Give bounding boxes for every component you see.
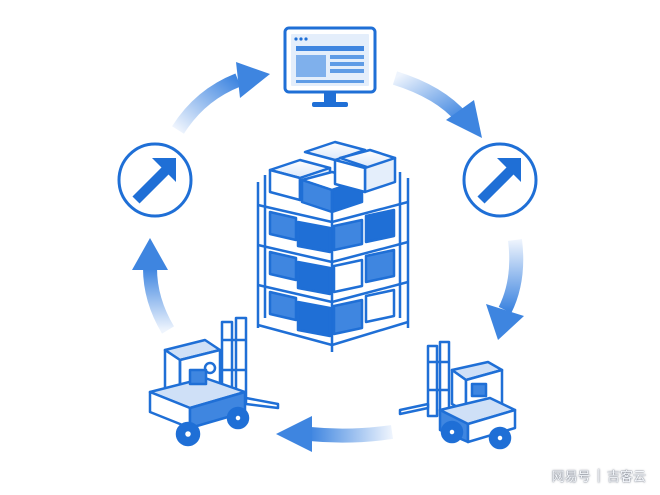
- watermark-author: 吉客云: [606, 470, 646, 485]
- box-stack-top: [268, 140, 397, 214]
- watermark-source: 网易号: [551, 470, 591, 485]
- watermark: 网易号 | 吉客云: [552, 466, 646, 485]
- forklift-icon: [148, 316, 280, 447]
- cycle-arrows: [132, 62, 524, 452]
- watermark-separator: |: [596, 468, 601, 483]
- cycle-arrow-icon: [172, 62, 270, 134]
- box-stack-row-3: [268, 248, 396, 296]
- warehouse-rack-icon: [256, 140, 410, 352]
- box-stack-row-2: [268, 208, 396, 254]
- cycle-arrow-icon: [276, 416, 393, 452]
- arrow-up-right-icon: [462, 142, 538, 218]
- cycle-arrow-icon: [392, 71, 482, 138]
- cycle-arrow-icon: [486, 239, 524, 340]
- forklift-icon: [398, 340, 517, 450]
- monitor-icon: [283, 26, 377, 107]
- arrow-up-right-icon: [117, 142, 193, 218]
- cycle-arrow-icon: [132, 238, 175, 334]
- box-stack-row-4: [268, 288, 396, 338]
